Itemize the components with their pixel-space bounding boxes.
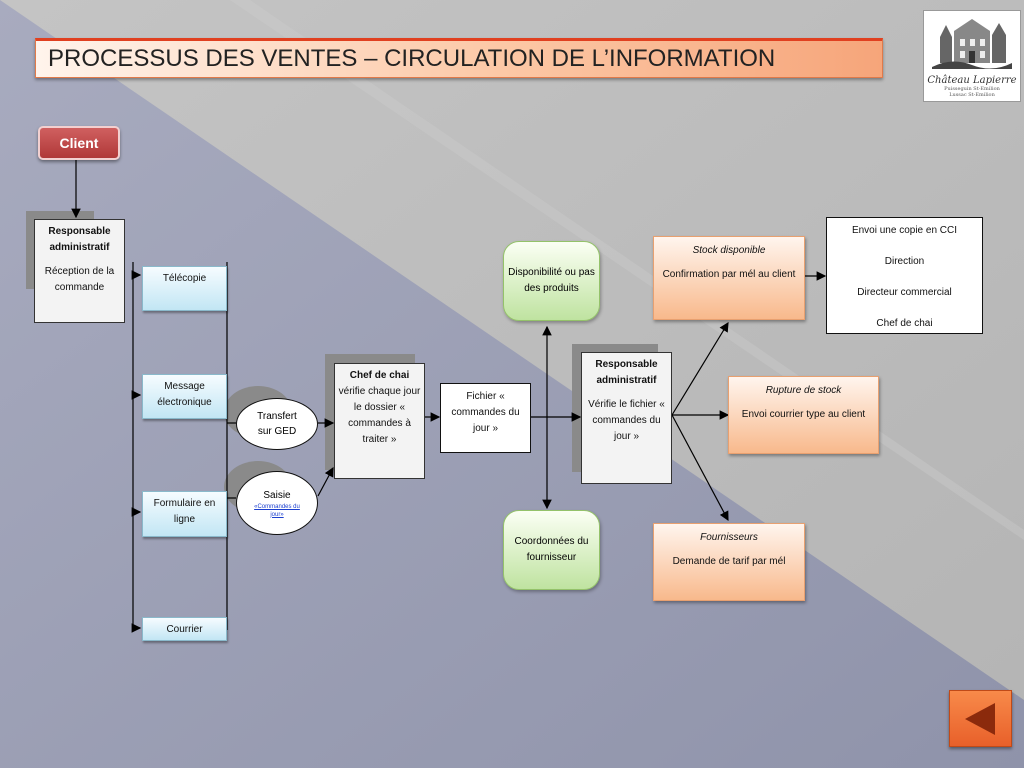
arrow-saisie-chef (317, 466, 334, 497)
logo-line1: Puisseguin St-Emilion (944, 86, 1000, 92)
admin-reception-text: Réception de la commande (44, 266, 115, 293)
envoi-line4: Chef de chai (876, 318, 933, 329)
admin-verification-text: Vérifie le fichier « commandes du jour » (588, 399, 665, 442)
transfert-ged-text: Transfert sur GED (257, 411, 297, 437)
client-node: Client (38, 126, 120, 160)
admin-verification-title: Responsable administratif (595, 359, 658, 386)
castle-icon (932, 11, 1012, 69)
chef-de-chai-text: vérifie chaque jour le dossier « command… (338, 386, 421, 445)
rupture-stock-node: Rupture de stock Envoi courrier type au … (728, 376, 879, 454)
chef-de-chai-node: Chef de chai vérifie chaque jour le doss… (334, 363, 425, 479)
logo: Château Lapierre Puisseguin St-Emilion L… (923, 10, 1021, 102)
fournisseurs-title: Fournisseurs (700, 532, 758, 543)
logo-line2: Lussac St-Emilion (949, 92, 995, 98)
logo-name: Château Lapierre (927, 75, 1017, 86)
envoi-line1: Envoi une copie en CCI (851, 225, 958, 236)
channel-courrier: Courrier (142, 617, 227, 641)
channel-formulaire: Formulaire en ligne (142, 491, 227, 537)
envoi-copie-node: Envoi une copie en CCI Direction Directe… (826, 217, 983, 334)
envoi-line3: Directeur commercial (857, 287, 952, 298)
stock-disponible-node: Stock disponible Confirmation par mél au… (653, 236, 805, 320)
chef-de-chai-title: Chef de chai (349, 370, 410, 381)
saisie-title: Saisie (263, 489, 291, 501)
fournisseurs-text: Demande de tarif par mél (672, 556, 786, 567)
fournisseurs-node: Fournisseurs Demande de tarif par mél (653, 523, 805, 601)
previous-slide-button[interactable] (949, 690, 1012, 747)
page-title: PROCESSUS DES VENTES – CIRCULATION DE L’… (35, 38, 883, 78)
stock-disponible-text: Confirmation par mél au client (662, 269, 796, 280)
disponibilite-node: Disponibilité ou pas des produits (503, 241, 600, 321)
commandes-du-jour-link[interactable]: «Commandes du jour» (254, 503, 300, 518)
transfert-ged-node: Transfert sur GED (236, 398, 318, 450)
admin-verification-node: Responsable administratif Vérifie le fic… (581, 352, 672, 484)
rupture-stock-text: Envoi courrier type au client (741, 409, 866, 420)
fichier-node: Fichier « commandes du jour » (440, 383, 531, 453)
saisie-node: Saisie «Commandes du jour» (236, 471, 318, 535)
triangle-left-icon (964, 702, 995, 735)
channel-telecopie: Télécopie (142, 266, 227, 311)
arrow-to-fournisseurs (671, 414, 729, 522)
channel-message-electronique: Message électronique (142, 374, 227, 419)
admin-reception-node: Responsable administratif Réception de l… (34, 219, 125, 323)
arrow-to-stock (671, 321, 729, 416)
envoi-line2: Direction (884, 256, 925, 267)
stock-disponible-title: Stock disponible (692, 245, 766, 256)
admin-reception-title: Responsable administratif (48, 226, 111, 253)
coordonnees-node: Coordonnées du fournisseur (503, 510, 600, 590)
rupture-stock-title: Rupture de stock (765, 385, 842, 396)
